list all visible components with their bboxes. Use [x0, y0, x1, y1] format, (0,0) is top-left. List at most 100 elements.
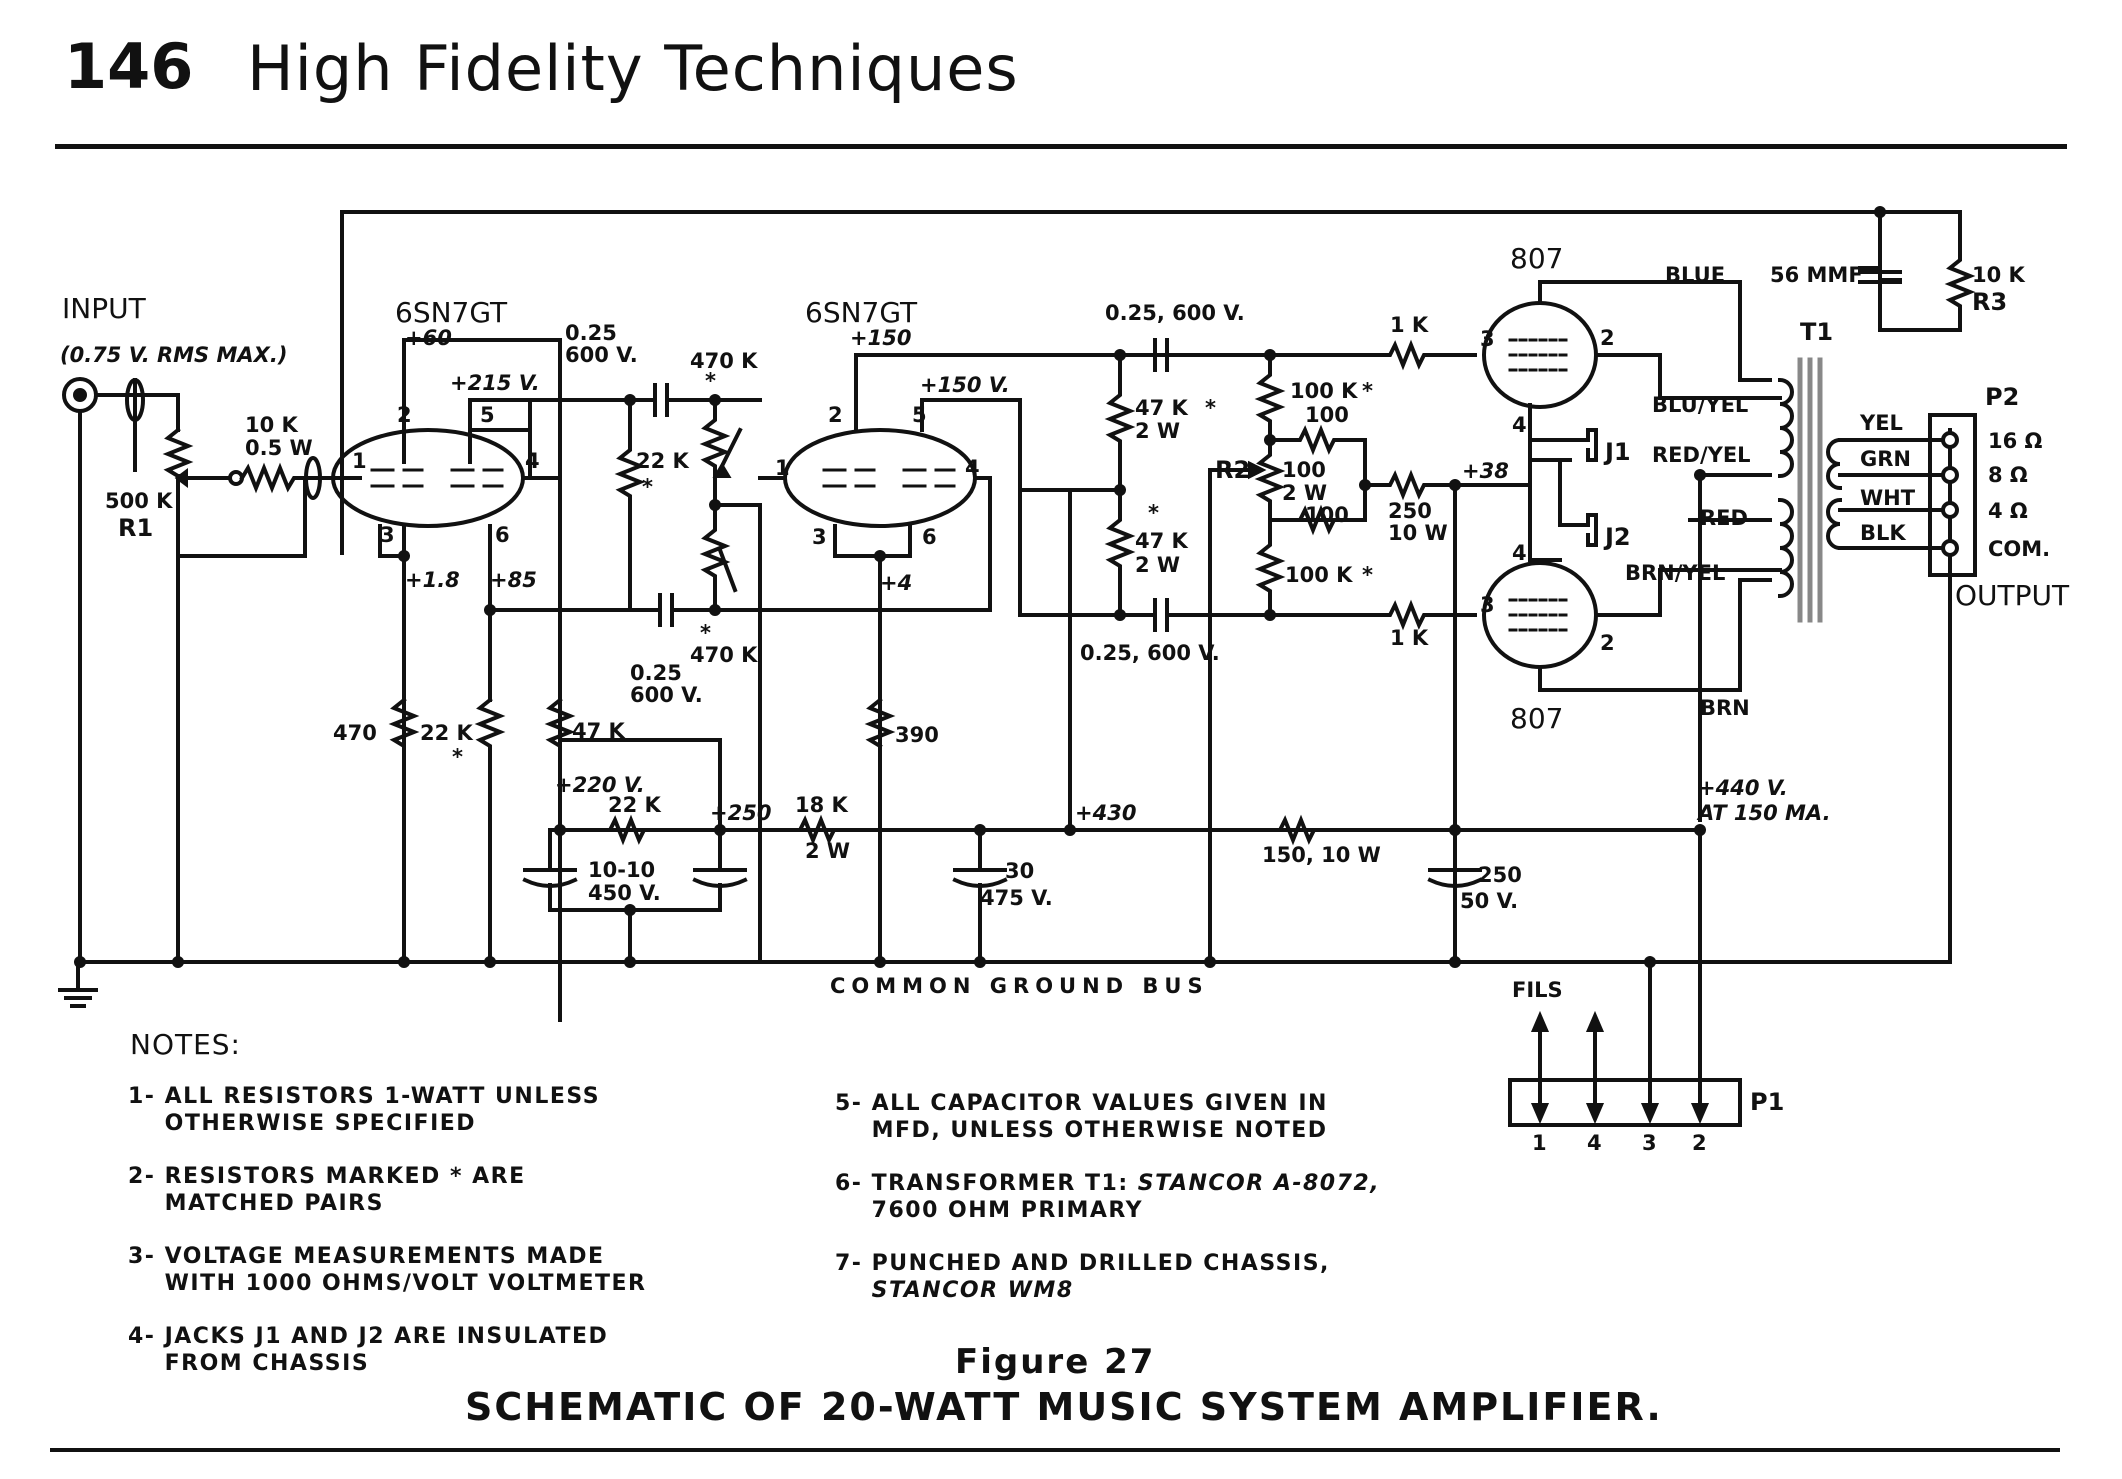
note-6-tail: 7600 OHM PRIMARY: [871, 1198, 1144, 1223]
r-47k-top-value: 47 K: [1135, 396, 1189, 420]
matched-mark-47k-bottom: *: [1148, 501, 1159, 525]
tube1-pin-3: 3: [380, 523, 395, 547]
r2-wattage: 2 W: [1282, 481, 1327, 505]
p1-pin-2: 2: [1692, 1131, 1707, 1155]
r-22k-grid-value: 22 K: [636, 449, 690, 473]
header-rule: [55, 144, 2067, 149]
r-47k-bottom-wattage: 2 W: [1135, 553, 1180, 577]
tube1-pin-5: 5: [480, 403, 495, 427]
r-100k-top-value: 100 K: [1290, 379, 1358, 403]
cap-025-b-voltage: 600 V.: [630, 683, 703, 707]
footer-rule: [50, 1448, 2060, 1452]
r-10k-wattage: 0.5 W: [245, 436, 313, 460]
wire-red-label: RED: [1700, 506, 1748, 530]
tap-com-label: COM.: [1988, 537, 2050, 561]
tube1-v-plate2: +60: [405, 326, 452, 350]
r3-name: R3: [1972, 288, 2007, 316]
r-470k-bottom-value: 470 K: [690, 643, 758, 667]
r-470-value: 470: [333, 721, 377, 745]
figure-number: Figure 27: [955, 1342, 1156, 1382]
matched-mark-22k-cathode: *: [452, 745, 463, 769]
jack-j2-label: J2: [1603, 523, 1631, 551]
tube1-pin-1: 1: [352, 449, 367, 473]
r-18k-resistor: [718, 814, 982, 846]
matched-mark-100k-top: *: [1362, 379, 1373, 403]
note-3: 3- VOLTAGE MEASUREMENTS MADE WITH 1000 O…: [128, 1244, 647, 1296]
r-1k-bottom-value: 1 K: [1390, 626, 1429, 650]
junction-dots: [74, 206, 1886, 968]
r2-value: 100: [1282, 458, 1326, 482]
tube1-pin-6: 6: [495, 523, 510, 547]
wire-blue-label: BLUE: [1665, 263, 1725, 287]
r-1k-bottom-resistor: [1268, 599, 1477, 631]
r-250-value: 250: [1388, 499, 1432, 523]
feedback-wire: [340, 210, 1882, 555]
p2-name: P2: [1985, 383, 2019, 411]
jack-j1: [1558, 428, 1598, 462]
jack-j2: [1558, 513, 1598, 547]
ground-symbol: [58, 960, 98, 1008]
v-430-label: +430: [1075, 801, 1136, 825]
v-440-label: +440 V.: [1698, 776, 1788, 800]
t1-name: T1: [1800, 318, 1833, 346]
p1-pin-3: 3: [1642, 1131, 1657, 1155]
tube3-pin-3: 3: [1480, 327, 1495, 351]
wire-wht-label: WHT: [1860, 486, 1916, 510]
r-100k-bottom-value: 100 K: [1285, 563, 1353, 587]
r-150-resistor: [1068, 814, 1457, 846]
cap-30: [952, 828, 1008, 964]
r-470k-top-value: 470 K: [690, 349, 758, 373]
r-22k-resistor: [474, 697, 506, 964]
wire-brn-yel-label: BRN/YEL: [1625, 561, 1725, 585]
jack-j1-label: J1: [1603, 438, 1631, 466]
tube2-type: 6SN7GT: [805, 296, 918, 329]
note-5: 5- ALL CAPACITOR VALUES GIVEN IN MFD, UN…: [835, 1091, 1328, 1143]
wire-red-yel-label: RED/YEL: [1652, 443, 1751, 467]
p1-pin-4: 4: [1587, 1131, 1602, 1155]
r-10k-resistor: [198, 462, 307, 558]
tube3-pin-4: 4: [1512, 413, 1527, 437]
r2-name: R2: [1215, 456, 1250, 484]
matched-mark-470k-bottom: *: [700, 621, 711, 645]
cap-56mmf: [1858, 266, 1902, 332]
r-18k-value: 18 K: [795, 793, 849, 817]
v-220-label: +220 V.: [555, 773, 645, 797]
v-250-label: +250: [710, 801, 771, 825]
t1-primary: [1777, 377, 1794, 479]
cap-250-voltage: 50 V.: [1460, 889, 1518, 913]
r-1k-top-value: 1 K: [1390, 313, 1429, 337]
cap-30-value: 30: [1005, 859, 1034, 883]
r-18k-wattage: 2 W: [805, 839, 850, 863]
note-6-model: STANCOR A-8072,: [1137, 1171, 1381, 1196]
r-150-label: 150, 10 W: [1262, 843, 1381, 867]
tube4-pin-4: 4: [1512, 541, 1527, 565]
cap-250: [1427, 828, 1483, 964]
v-440-current: AT 150 MA.: [1696, 801, 1831, 825]
r-470k-top-resistor: [699, 398, 762, 832]
tube2-envelope: [783, 428, 977, 528]
ground-bus-wire: [76, 428, 1952, 964]
r-22k-bplus-resistor: [558, 814, 722, 846]
page-number: 146: [64, 30, 194, 103]
tap-16-label: 16 Ω: [1988, 429, 2043, 453]
r-100-top-value: 100: [1305, 403, 1349, 427]
r1-value: 500 K: [105, 489, 173, 513]
note-2: 2- RESISTORS MARKED * ARE MATCHED PAIRS: [128, 1164, 526, 1216]
r-22k-bplus-value: 22 K: [608, 793, 662, 817]
matched-mark-470k-top: *: [705, 369, 716, 393]
r-47k-top-wattage: 2 W: [1135, 419, 1180, 443]
p2-terminal-strip: [1928, 413, 1977, 577]
tube1-v-cathode6: +85: [490, 568, 537, 592]
page-title: High Fidelity Techniques: [247, 32, 1019, 105]
r-10k-value: 10 K: [245, 413, 299, 437]
cap-025-a-voltage: 600 V.: [565, 343, 638, 367]
r-47k-resistor: [544, 697, 722, 832]
tube2-v-plate2: +150: [850, 326, 911, 350]
r-47k-top-resistor: [1104, 353, 1136, 492]
r-47k-bottom-value: 47 K: [1135, 529, 1189, 553]
cap-30-voltage: 475 V.: [980, 886, 1053, 910]
matched-mark-47k-top: *: [1205, 396, 1216, 420]
tap-4-label: 4 Ω: [1988, 499, 2028, 523]
r-250-wattage: 10 W: [1388, 521, 1448, 545]
